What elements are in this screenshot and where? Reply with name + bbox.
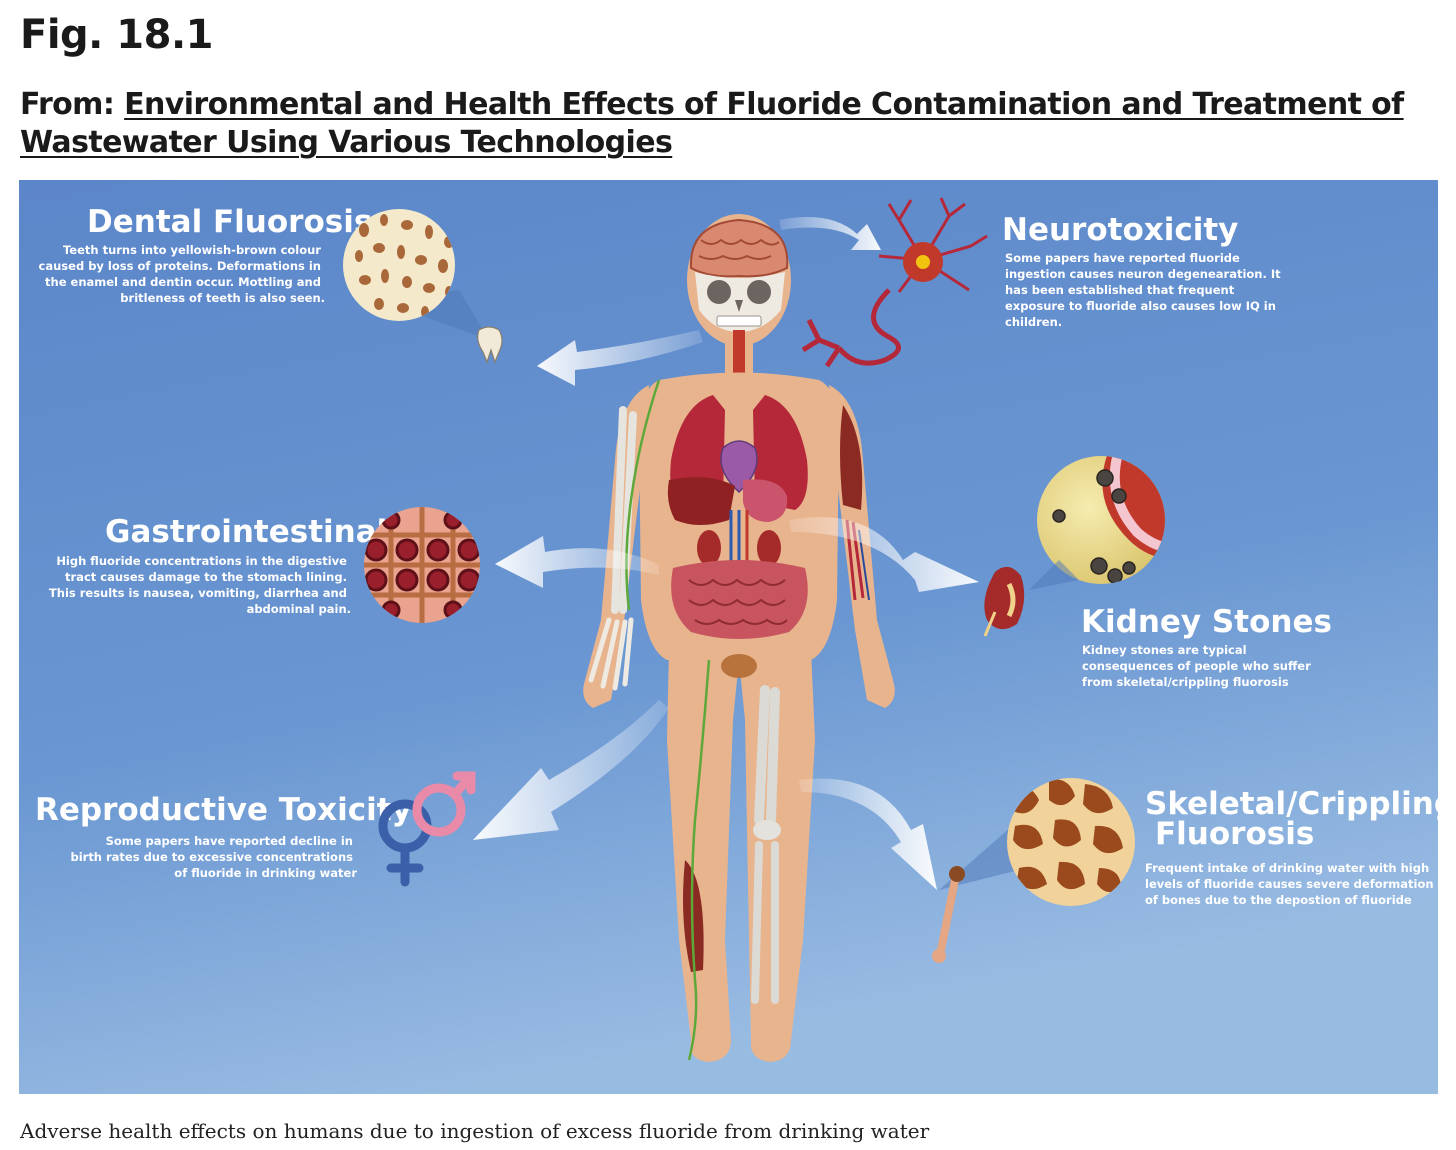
neuro-title: Neurotoxicity bbox=[1002, 212, 1238, 248]
lymphatic-line bbox=[625, 379, 711, 1061]
gastro-description: High fluoride concentrations in the dige… bbox=[49, 554, 351, 616]
left-leg bbox=[667, 650, 739, 1062]
dental-description: Teeth turns into yellowish-brown colour … bbox=[39, 243, 325, 305]
repro-title: Reproductive Toxicity bbox=[35, 792, 412, 828]
figure-caption: Adverse health effects on humans due to … bbox=[20, 1119, 930, 1143]
kidney-title: Kidney Stones bbox=[1081, 604, 1332, 640]
dental-line-4: britleness of teeth is also seen. bbox=[120, 291, 325, 305]
dental-line-1: Teeth turns into yellowish-brown colour bbox=[63, 243, 321, 257]
skeletal-line-3: of bones due to the depostion of fluorid… bbox=[1145, 893, 1412, 907]
neuron-icon bbox=[801, 197, 988, 368]
human-body-illustration bbox=[583, 214, 895, 1062]
tooth-icon bbox=[477, 326, 503, 364]
from-prefix: From: bbox=[20, 87, 115, 122]
kidney-line-3: from skeletal/crippling fluorosis bbox=[1082, 675, 1289, 689]
skeletal-description: Frequent intake of drinking water with h… bbox=[1145, 861, 1438, 907]
dental-line-2: caused by loss of proteins. Deformations… bbox=[39, 259, 321, 273]
neuro-line-2: ingestion causes neuron degenearation. I… bbox=[1005, 267, 1281, 281]
gastro-line-2: tract causes damage to the stomach linin… bbox=[65, 570, 347, 584]
reproductive-toxicity-section: Reproductive Toxicity Some papers have r… bbox=[35, 771, 476, 887]
gastrointestinal-section: Gastrointestinal High fluoride concentra… bbox=[49, 507, 480, 623]
dental-line-3: the enamel and dentin occur. Mottling an… bbox=[45, 275, 321, 289]
repro-line-3: of fluoride in drinking water bbox=[174, 866, 357, 880]
infographic-panel: Dental Fluorosis Teeth turns into yellow… bbox=[19, 180, 1438, 1094]
bone-icon bbox=[932, 866, 965, 963]
arrows bbox=[473, 217, 979, 890]
kidney-description: Kidney stones are typical consequences o… bbox=[1082, 643, 1315, 689]
gastro-title: Gastrointestinal bbox=[105, 514, 387, 550]
body-kidney-right bbox=[757, 530, 781, 566]
intestines bbox=[671, 560, 808, 639]
male-symbol-icon bbox=[412, 771, 476, 837]
neuro-line-4: exposure to fluoride also causes low IQ … bbox=[1005, 299, 1276, 313]
stomach bbox=[743, 479, 788, 522]
neuro-line-1: Some papers have reported fluoride bbox=[1005, 251, 1240, 265]
arrow-to-kidney bbox=[789, 517, 979, 592]
skeletal-fluorosis-section: Skeletal/Crippling Fluorosis Frequent in… bbox=[932, 778, 1438, 963]
arm-muscle bbox=[840, 405, 863, 510]
dental-title: Dental Fluorosis bbox=[87, 204, 372, 240]
gastro-line-1: High fluoride concentrations in the dige… bbox=[56, 554, 347, 568]
kidney-line-2: consequences of people who suffer bbox=[1082, 659, 1311, 673]
leg-bone bbox=[754, 685, 780, 825]
repro-description: Some papers have reported decline in bir… bbox=[70, 834, 357, 880]
source-reference: From: Environmental and Health Effects o… bbox=[20, 86, 1420, 162]
skeletal-line-2: levels of fluoride causes severe deforma… bbox=[1145, 877, 1434, 891]
gastro-line-4: abdominal pain. bbox=[247, 602, 351, 616]
neuro-line-3: has been established that frequent bbox=[1005, 283, 1235, 297]
bladder bbox=[721, 654, 757, 678]
repro-line-2: birth rates due to excessive concentrati… bbox=[70, 850, 353, 864]
source-article-link[interactable]: Environmental and Health Effects of Fluo… bbox=[20, 87, 1404, 160]
kidney-icon bbox=[983, 566, 1025, 637]
arrow-to-neurotoxicity bbox=[779, 217, 881, 250]
skeletal-title-line-2: Fluorosis bbox=[1155, 816, 1314, 852]
arrow-to-skeletal bbox=[799, 778, 937, 890]
neuro-line-5: children. bbox=[1005, 315, 1062, 329]
arrow-to-repro bbox=[473, 700, 669, 840]
gastro-line-3: This results is nausea, vomiting, diarrh… bbox=[49, 586, 347, 600]
liver bbox=[667, 477, 735, 525]
heart bbox=[720, 440, 758, 494]
brain bbox=[689, 218, 789, 278]
left-hand-bones bbox=[588, 617, 634, 691]
skeletal-line-1: Frequent intake of drinking water with h… bbox=[1145, 861, 1429, 875]
skeletal-title-line-1: Skeletal/Crippling bbox=[1145, 786, 1438, 822]
neuro-description: Some papers have reported fluoride inges… bbox=[1005, 251, 1285, 329]
arrow-to-gastro bbox=[495, 536, 659, 588]
dental-fluorosis-section: Dental Fluorosis Teeth turns into yellow… bbox=[39, 204, 503, 364]
arrow-to-dental bbox=[537, 330, 703, 386]
body-kidney-left bbox=[697, 530, 721, 566]
figure-label: Fig. 18.1 bbox=[20, 12, 213, 58]
neurotoxicity-section: Neurotoxicity Some papers have reported … bbox=[801, 197, 1285, 368]
repro-line-1: Some papers have reported decline in bbox=[106, 834, 353, 848]
kidney-line-1: Kidney stones are typical bbox=[1082, 643, 1247, 657]
